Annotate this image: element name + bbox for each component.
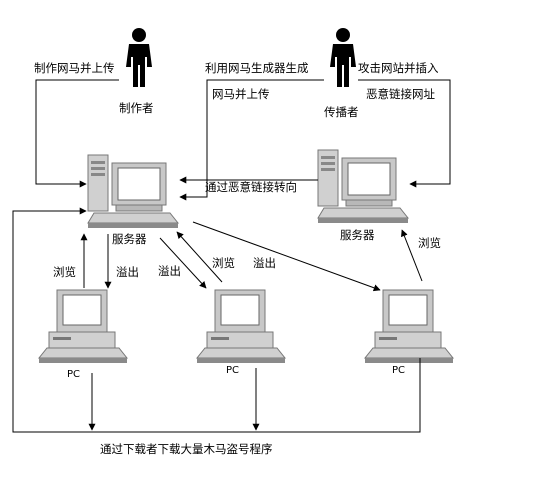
maker-figure xyxy=(126,28,152,87)
download-label: 通过下载者下载大量木马盗号程序 xyxy=(100,442,273,456)
overflow-mid2-label: 溢出 xyxy=(253,256,276,270)
spreader-server-label: 服务器 xyxy=(340,228,375,242)
pc-right-label: PC xyxy=(392,365,406,376)
attack-label-line2: 恶意链接网址 xyxy=(366,87,435,101)
spreader-label: 传播者 xyxy=(324,105,359,119)
pc-right-graphic xyxy=(364,289,454,364)
pc-mid-label: PC xyxy=(226,365,240,376)
browse-left-label: 浏览 xyxy=(53,265,76,279)
spreader-figure xyxy=(330,28,356,87)
maker-label: 制作者 xyxy=(119,101,154,115)
overflow-left-label: 溢出 xyxy=(116,265,139,279)
browse-right-label: 浏览 xyxy=(418,236,441,250)
overflow-mid1-label: 溢出 xyxy=(158,264,181,278)
generator-label: 利用网马生成器生成 xyxy=(205,61,309,75)
attack-label-line1: 攻击网站并插入 xyxy=(358,61,439,75)
pc-mid-graphic xyxy=(196,289,286,364)
main-server-graphic xyxy=(87,154,179,229)
maker-upload-label: 制作网马并上传 xyxy=(34,61,115,75)
redirect-label: 通过恶意链接转向 xyxy=(205,180,297,194)
main-server-label: 服务器 xyxy=(112,232,147,246)
browse-mid-label: 浏览 xyxy=(212,256,235,270)
spreader-server-graphic xyxy=(317,149,409,224)
generator-upload-label: 网马并上传 xyxy=(212,87,270,101)
pc-left-graphic xyxy=(38,289,128,364)
pc-left-label: PC xyxy=(67,369,81,380)
